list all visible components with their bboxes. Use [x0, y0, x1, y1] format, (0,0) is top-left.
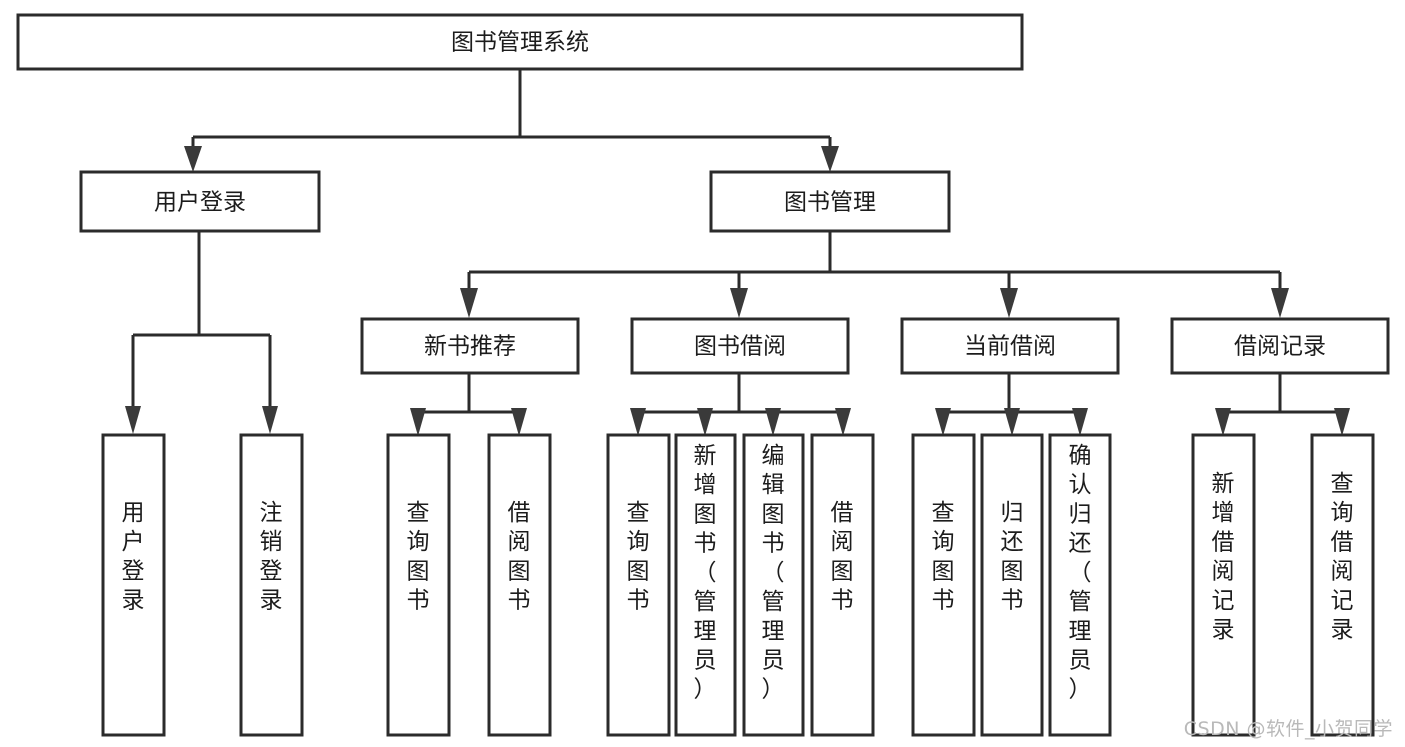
leaf-edit-book[interactable]: 编辑图书（管理员） — [742, 433, 805, 737]
leaf-edit-book-box[interactable] — [742, 433, 805, 737]
arrow-to-leaf-borrow-book-2 — [835, 408, 851, 436]
leaf-query-book-1[interactable]: 查询图书 — [386, 433, 451, 737]
arrow-to-current-borrow — [1000, 288, 1018, 318]
arrow-to-leaf-add-book — [697, 408, 713, 436]
node-borrow-record-label: 借阅记录 — [1234, 334, 1326, 360]
node-book-management-label: 图书管理 — [784, 190, 876, 216]
arrow-to-leaf-query-book-2 — [630, 408, 646, 436]
node-new-book-recommend[interactable]: 新书推荐 — [360, 317, 580, 375]
connector-layer — [125, 69, 1350, 436]
leaf-add-record-box[interactable] — [1191, 433, 1256, 737]
leaf-add-book-box[interactable] — [674, 433, 737, 737]
node-book-borrow-label: 图书借阅 — [694, 334, 786, 360]
arrow-to-leaf-query-book-1 — [410, 408, 426, 436]
arrow-to-leaf-add-record — [1215, 408, 1231, 436]
node-borrow-record-box[interactable] — [1170, 317, 1390, 375]
leaf-add-record-label: 新增借阅记录 — [1212, 471, 1235, 643]
leaf-borrow-book-2[interactable]: 借阅图书 — [810, 433, 875, 737]
leaf-query-record[interactable]: 查询借阅记录 — [1310, 433, 1375, 737]
leaf-query-book-2-box[interactable] — [606, 433, 671, 737]
arrow-to-leaf-borrow-book-1 — [511, 408, 527, 436]
leaf-edit-book-label: 编辑图书（管理员） — [762, 443, 785, 703]
csdn-watermark: CSDN @软件_小贺同学 — [1183, 718, 1393, 740]
leaf-add-book-label: 新增图书（管理员） — [694, 443, 717, 703]
arrow-to-book-management — [821, 146, 839, 172]
leaf-query-book-1-label: 查询图书 — [407, 500, 430, 614]
leaf-borrow-book-1[interactable]: 借阅图书 — [487, 433, 552, 737]
arrow-to-leaf-logout-login — [262, 406, 278, 434]
node-new-book-recommend-label: 新书推荐 — [424, 334, 516, 360]
node-book-management[interactable]: 图书管理 — [709, 170, 951, 233]
leaf-query-book-3-box[interactable] — [911, 433, 976, 737]
leaf-logout-login[interactable]: 注销登录 — [239, 433, 304, 737]
leaf-query-book-2-label: 查询图书 — [627, 500, 650, 614]
leaf-query-book-2[interactable]: 查询图书 — [606, 433, 671, 737]
node-root-label: 图书管理系统 — [451, 30, 589, 56]
leaf-confirm-return[interactable]: 确认归还（管理员） — [1048, 433, 1112, 737]
node-current-borrow-box[interactable] — [900, 317, 1120, 375]
leaf-query-book-3[interactable]: 查询图书 — [911, 433, 976, 737]
node-book-borrow[interactable]: 图书借阅 — [630, 317, 850, 375]
arrow-to-leaf-edit-book — [765, 408, 781, 436]
leaf-return-book[interactable]: 归还图书 — [980, 433, 1044, 737]
node-user-login-box[interactable] — [79, 170, 321, 233]
leaf-return-book-box[interactable] — [980, 433, 1044, 737]
node-user-login-label: 用户登录 — [154, 190, 246, 216]
arrow-to-leaf-confirm-return — [1072, 408, 1088, 436]
arrow-to-borrow-record — [1271, 288, 1289, 318]
arrow-to-leaf-user-login — [125, 406, 141, 434]
leaf-user-login[interactable]: 用户登录 — [101, 433, 166, 737]
node-book-borrow-box[interactable] — [630, 317, 850, 375]
arrow-to-leaf-query-book-3 — [935, 408, 951, 436]
arrow-to-new-book-recommend — [460, 288, 478, 318]
leaf-borrow-book-2-label: 借阅图书 — [831, 500, 854, 614]
arrow-to-book-borrow — [730, 288, 748, 318]
leaf-query-book-3-label: 查询图书 — [932, 500, 955, 614]
leaf-borrow-book-1-label: 借阅图书 — [508, 500, 531, 614]
leaf-query-record-box[interactable] — [1310, 433, 1375, 737]
node-current-borrow[interactable]: 当前借阅 — [900, 317, 1120, 375]
leaf-borrow-book-1-box[interactable] — [487, 433, 552, 737]
leaf-add-book[interactable]: 新增图书（管理员） — [674, 433, 737, 737]
node-book-management-box[interactable] — [709, 170, 951, 233]
node-root[interactable]: 图书管理系统 — [16, 13, 1024, 71]
arrow-to-leaf-query-record — [1334, 408, 1350, 436]
leaf-add-record[interactable]: 新增借阅记录 — [1191, 433, 1256, 737]
leaf-user-login-box[interactable] — [101, 433, 166, 737]
node-new-book-recommend-box[interactable] — [360, 317, 580, 375]
leaf-confirm-return-box[interactable] — [1048, 433, 1112, 737]
leaf-logout-login-label: 注销登录 — [260, 500, 283, 614]
arrow-to-user-login — [184, 146, 202, 172]
leaf-query-book-1-box[interactable] — [386, 433, 451, 737]
leaf-return-book-label: 归还图书 — [1001, 500, 1024, 614]
arrow-to-leaf-return-book — [1004, 408, 1020, 436]
leaf-query-record-label: 查询借阅记录 — [1331, 471, 1354, 643]
node-user-login[interactable]: 用户登录 — [79, 170, 321, 233]
leaf-logout-login-box[interactable] — [239, 433, 304, 737]
node-root-box[interactable] — [16, 13, 1024, 71]
leaf-borrow-book-2-box[interactable] — [810, 433, 875, 737]
node-borrow-record[interactable]: 借阅记录 — [1170, 317, 1390, 375]
node-current-borrow-label: 当前借阅 — [964, 334, 1056, 360]
leaf-confirm-return-label: 确认归还（管理员） — [1069, 443, 1092, 703]
leaf-user-login-label: 用户登录 — [122, 500, 145, 614]
